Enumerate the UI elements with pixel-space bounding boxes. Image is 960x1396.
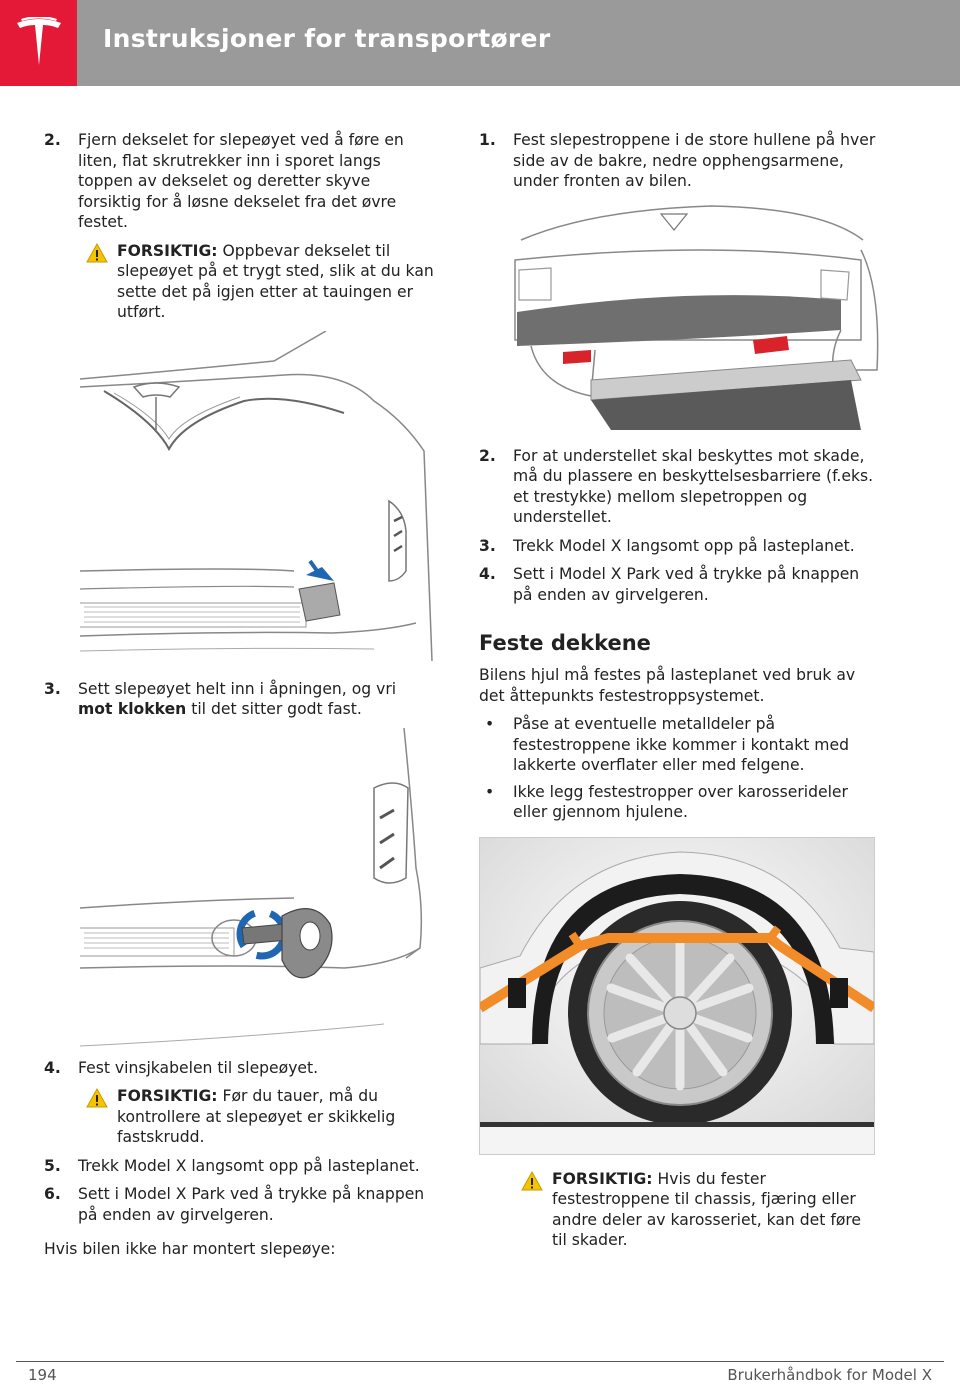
list-item: • Ikke legg festestropper over karosseri… — [485, 782, 848, 822]
caution-note: FORSIKTIG: Før du tauer, må du kontrolle… — [44, 1086, 434, 1148]
step-3-insert-eye: 3. Sett slepeøyet helt inn i åpningen, o… — [44, 679, 397, 719]
page-number: 194 — [28, 1366, 57, 1384]
warning-icon — [86, 242, 108, 262]
tow-eye-rotation-illustration — [44, 727, 434, 1048]
footer-divider — [16, 1361, 944, 1362]
step-2-protection: 2. For at understellet skal beskyttes mo… — [479, 446, 874, 527]
tesla-logo-icon — [16, 17, 61, 65]
right-column: 1. Fest slepestroppene i de store hullen… — [479, 130, 911, 1259]
warning-icon — [521, 1170, 543, 1190]
no-tow-eye-text: Hvis bilen ikke har montert slepeøye: — [44, 1240, 336, 1258]
step-2-remove-cover: 2. Fjern dekselet for slepeøyet ved å fø… — [44, 131, 404, 231]
step-1-attach-straps: 1. Fest slepestroppene i de store hullen… — [479, 131, 876, 190]
page-header: Instruksjoner for transportører — [0, 0, 960, 86]
caution-note: FORSIKTIG: Oppbevar dekselet til slepeøy… — [44, 241, 434, 323]
tesla-logo — [0, 0, 77, 86]
step-6-park: 6. Sett i Model X Park ved å trykke på k… — [44, 1185, 425, 1224]
caution-note: FORSIKTIG: Hvis du fester festestroppene… — [479, 1169, 879, 1251]
tire-strap-illustration — [479, 836, 875, 1155]
tires-intro: Bilens hjul må festes på lasteplanet ved… — [479, 666, 856, 705]
step-3-pull-up: 3. Trekk Model X langsomt opp på lastepl… — [479, 536, 855, 555]
list-item: • Påse at eventuelle metalldeler på fest… — [485, 715, 849, 774]
step-4-park: 4. Sett i Model X Park ved å trykke på k… — [479, 565, 860, 604]
tow-eye-cover-illustration — [44, 330, 434, 671]
warning-icon — [86, 1088, 108, 1108]
step-5-pull-up: 5. Trekk Model X langsomt opp på lastepl… — [44, 1156, 420, 1175]
step-4-attach-winch: 4. Fest vinsjkabelen til slepeøyet. — [44, 1058, 319, 1077]
page-title: Instruksjoner for transportører — [103, 24, 551, 53]
manual-title: Brukerhåndbok for Model X — [727, 1366, 932, 1384]
under-car-straps-illustration — [511, 199, 911, 430]
left-column: 2. Fjern dekselet for slepeøyet ved å fø… — [44, 130, 434, 1268]
section-heading-secure-tires: Feste dekkene — [479, 631, 651, 655]
